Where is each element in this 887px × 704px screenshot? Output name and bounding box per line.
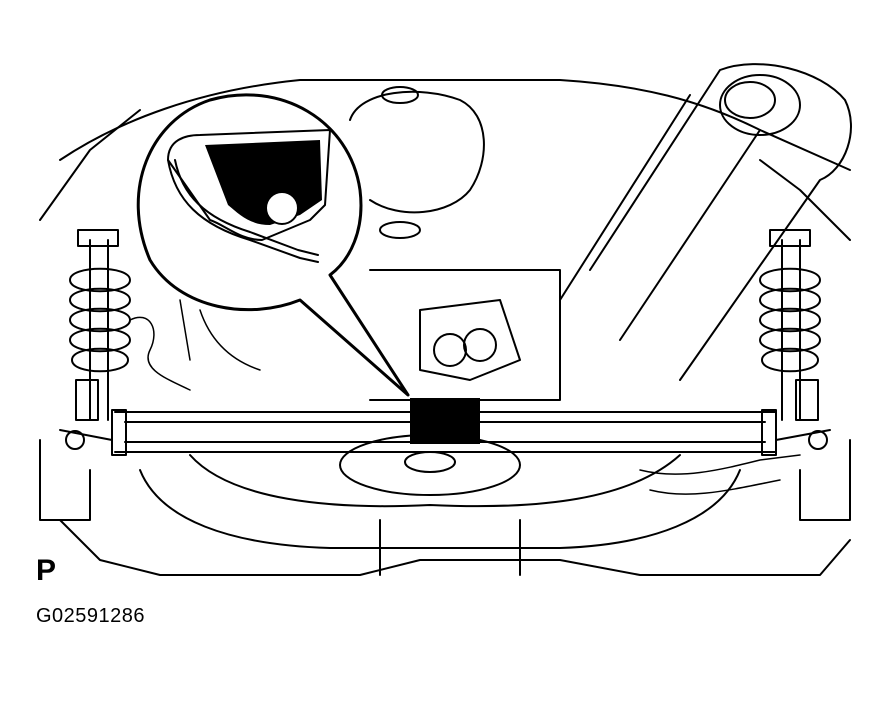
view-letter-label: P: [36, 554, 57, 587]
marking-square: [410, 398, 480, 444]
upper-tank: [349, 86, 485, 239]
left-coil-spring: [69, 229, 131, 421]
wiring-harness: [129, 299, 801, 495]
differential-housing: [189, 269, 681, 508]
right-shock-absorber: [559, 63, 852, 381]
vehicle-body-outline: [39, 79, 851, 576]
figure-code-label: G02591286: [36, 605, 146, 627]
right-coil-spring: [759, 229, 821, 421]
magnified-callout: [136, 93, 410, 397]
